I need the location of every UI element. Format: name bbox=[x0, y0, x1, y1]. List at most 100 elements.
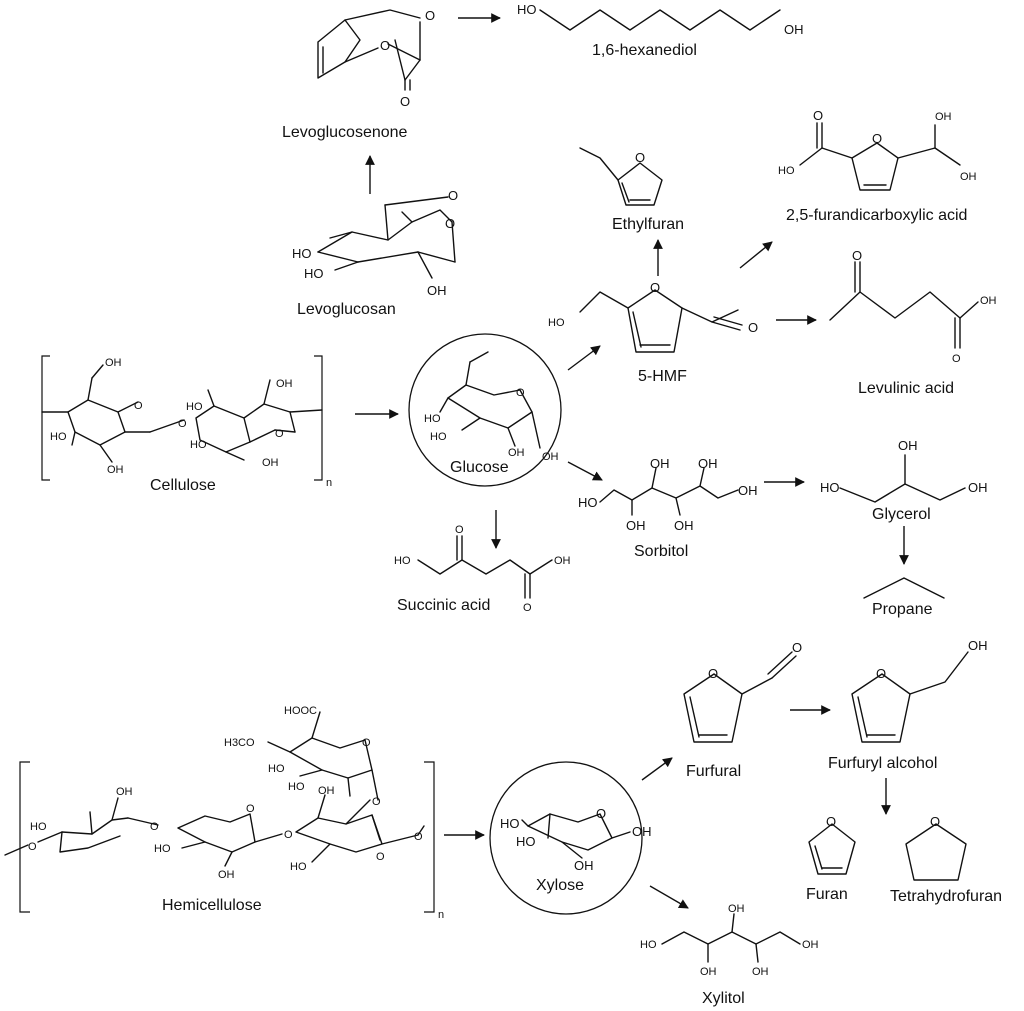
ho-group: HO bbox=[154, 843, 171, 855]
oh-group: OH bbox=[738, 483, 758, 498]
ho-group: HO bbox=[516, 834, 536, 849]
ho-group: HO bbox=[268, 763, 285, 775]
ho-group: HO bbox=[500, 816, 520, 831]
levulinic-acid-label: Levulinic acid bbox=[858, 380, 954, 397]
furan-label: Furan bbox=[806, 886, 848, 903]
o-atom: O bbox=[523, 602, 532, 614]
tetrahydrofuran-structure: O bbox=[905, 814, 967, 881]
o-atom: O bbox=[445, 216, 455, 231]
o-atom: O bbox=[376, 851, 385, 863]
ho-group: HO bbox=[292, 246, 312, 261]
oh-group: OH bbox=[318, 785, 335, 797]
o-atom: O bbox=[635, 150, 645, 165]
o-atom: O bbox=[596, 806, 606, 821]
oh-group: OH bbox=[632, 824, 652, 839]
sorbitol-structure: HO OH OH OH OH OH bbox=[578, 456, 758, 533]
oh-group: OH bbox=[218, 869, 235, 881]
o-atom: O bbox=[275, 428, 284, 440]
oh-group: OH bbox=[698, 456, 718, 471]
furfural-structure: O O bbox=[683, 640, 802, 743]
oh-group: OH bbox=[728, 903, 745, 915]
o-atom: O bbox=[748, 320, 758, 335]
oh-group: OH bbox=[752, 966, 769, 978]
ethylfuran-structure: O bbox=[579, 147, 663, 206]
furfural-label: Furfural bbox=[686, 763, 741, 780]
oh-group: OH bbox=[554, 555, 571, 567]
o-atom: O bbox=[708, 666, 718, 681]
oh-group: OH bbox=[542, 451, 559, 463]
o-atom: O bbox=[425, 8, 435, 23]
o-atom: O bbox=[516, 387, 525, 399]
o-atom: O bbox=[930, 814, 940, 829]
tetrahydrofuran-label: Tetrahydrofuran bbox=[890, 888, 1002, 905]
oh-group: OH bbox=[898, 438, 918, 453]
oh-group: OH bbox=[427, 283, 447, 298]
furfuryl-alcohol-label: Furfuryl alcohol bbox=[828, 755, 937, 772]
o-atom: O bbox=[178, 418, 187, 430]
levoglucosan-structure: O O HO HO OH bbox=[292, 188, 458, 298]
ho-group: HO bbox=[394, 555, 411, 567]
succinic-acid-label: Succinic acid bbox=[397, 597, 490, 614]
hooc-group: HOOC bbox=[284, 705, 317, 717]
ho-group: HO bbox=[430, 431, 447, 443]
oh-group: OH bbox=[116, 786, 133, 798]
h3co-group: H3CO bbox=[224, 737, 255, 749]
fdca-label: 2,5-furandicarboxylic acid bbox=[786, 207, 967, 224]
succinic-acid-structure: HO O OH O bbox=[394, 524, 571, 614]
sorbitol-label: Sorbitol bbox=[634, 543, 688, 560]
glucose-label: Glucose bbox=[450, 459, 509, 476]
levoglucosan-label: Levoglucosan bbox=[297, 301, 396, 318]
oh-group: OH bbox=[802, 939, 819, 951]
o-atom: O bbox=[284, 829, 293, 841]
hemicellulose-structure: n HOOC H3CO O HO HO O O HO OH O HO OH bbox=[4, 705, 444, 921]
n-subscript: n bbox=[326, 477, 332, 489]
oh-group: OH bbox=[784, 22, 804, 37]
oh-group: OH bbox=[508, 447, 525, 459]
xylitol-label: Xylitol bbox=[702, 990, 745, 1007]
oh-group: OH bbox=[650, 456, 670, 471]
xylose-label: Xylose bbox=[536, 877, 584, 894]
ho-group: HO bbox=[288, 781, 305, 793]
ho-group: HO bbox=[517, 2, 537, 17]
ho-group: HO bbox=[190, 439, 207, 451]
o-atom: O bbox=[134, 400, 143, 412]
arrow-glucose-to-sorbitol bbox=[567, 461, 603, 481]
o-atom: O bbox=[455, 524, 464, 536]
o-atom: O bbox=[372, 796, 381, 808]
oh-group: OH bbox=[935, 111, 952, 123]
ho-group: HO bbox=[778, 165, 795, 177]
hmf-structure: O HO O bbox=[548, 280, 758, 353]
o-atom: O bbox=[414, 831, 423, 843]
reaction-arrows bbox=[355, 13, 909, 909]
oh-group: OH bbox=[107, 464, 124, 476]
o-atom: O bbox=[826, 814, 836, 829]
xylose-structure: HO HO O OH OH bbox=[500, 806, 652, 873]
o-atom: O bbox=[792, 640, 802, 655]
hexanediol-label: 1,6-hexanediol bbox=[592, 42, 697, 59]
oh-group: OH bbox=[262, 457, 279, 469]
ethylfuran-label: Ethylfuran bbox=[612, 216, 684, 233]
hemicellulose-label: Hemicellulose bbox=[162, 897, 262, 914]
fdca-structure: O O HO OH OH bbox=[778, 108, 977, 191]
glycerol-label: Glycerol bbox=[872, 506, 931, 523]
furan-structure: O bbox=[808, 814, 856, 875]
arrow-xylose-to-xylitol bbox=[649, 885, 689, 909]
levoglucosenone-structure: O O O bbox=[317, 8, 435, 109]
oh-group: OH bbox=[626, 518, 646, 533]
ho-group: HO bbox=[290, 861, 307, 873]
hmf-label: 5-HMF bbox=[638, 368, 687, 385]
ho-group: HO bbox=[578, 495, 598, 510]
propane-label: Propane bbox=[872, 601, 933, 618]
ho-group: HO bbox=[548, 317, 565, 329]
xylose-highlight-circle bbox=[489, 761, 643, 915]
oh-group: OH bbox=[968, 480, 988, 495]
o-atom: O bbox=[872, 131, 882, 146]
oh-group: OH bbox=[574, 858, 594, 873]
oh-group: OH bbox=[700, 966, 717, 978]
arrow-glucose-to-hmf bbox=[567, 345, 601, 371]
propane-structure bbox=[863, 577, 945, 599]
oh-group: OH bbox=[968, 638, 988, 653]
levulinic-acid-structure: O OH O bbox=[829, 248, 997, 365]
oh-group: OH bbox=[980, 295, 997, 307]
